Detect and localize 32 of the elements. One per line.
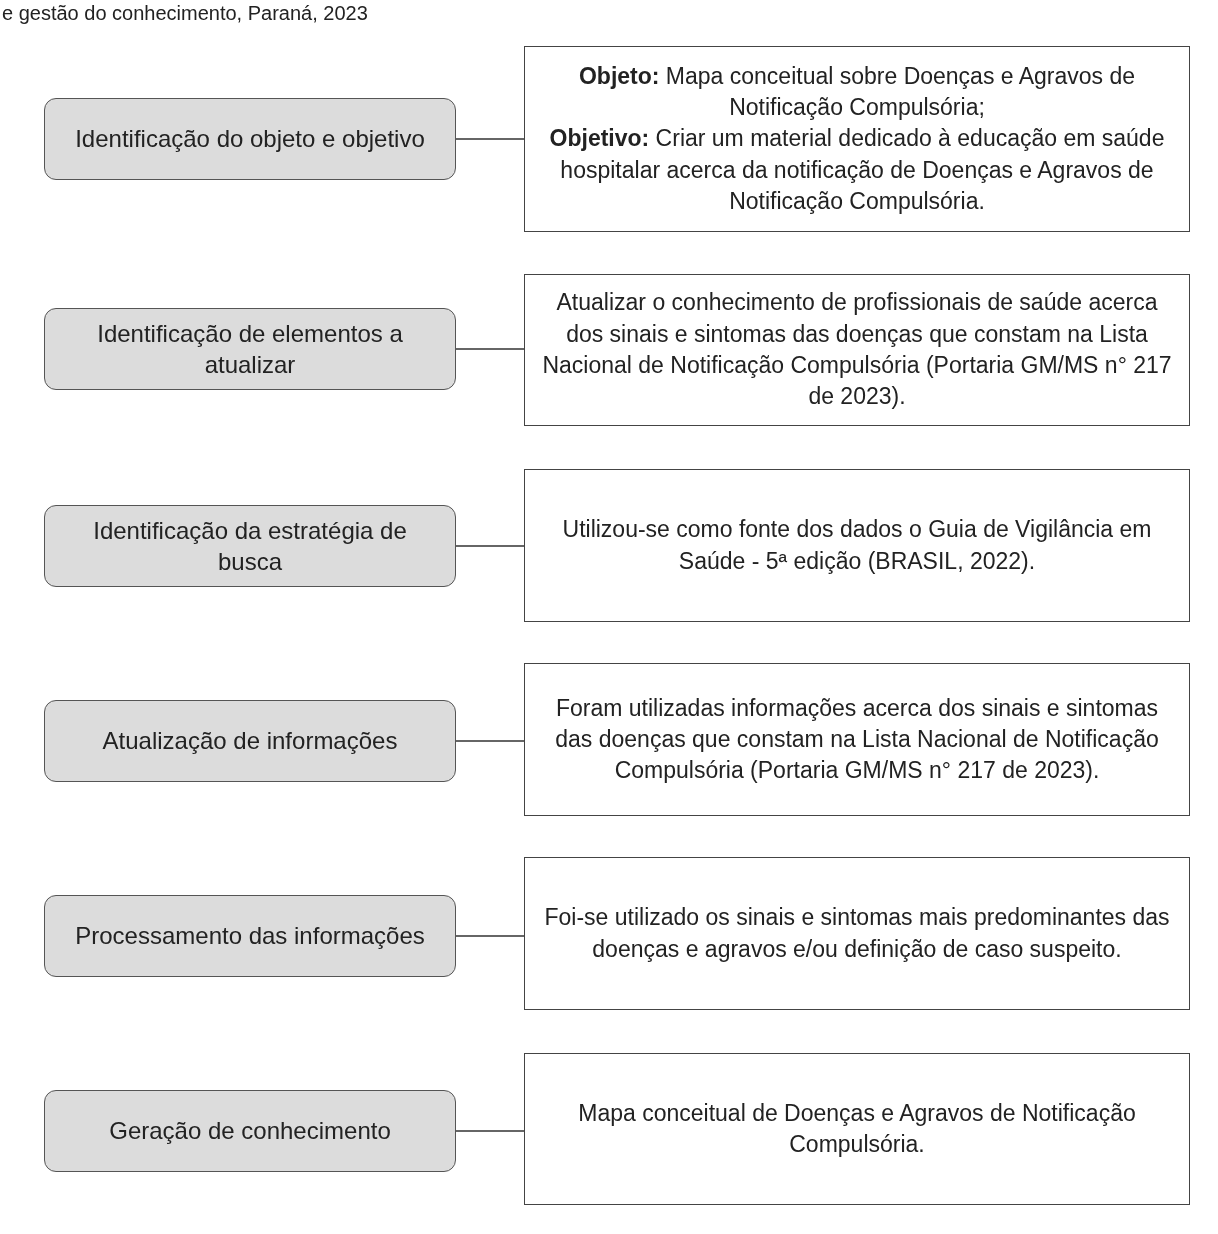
step-text: Identificação de elementos a atualizar <box>96 318 404 380</box>
connector-line <box>455 138 525 140</box>
step-text: Identificação da estratégia de busca <box>92 515 408 577</box>
description-text: Mapa conceitual de Doenças e Agravos de Notificação Compulsória. <box>577 1098 1137 1159</box>
step-box <box>44 700 456 782</box>
description-box <box>524 46 1190 232</box>
connector-line <box>455 348 525 350</box>
step-text: Identificação do objeto e objetivo <box>75 124 425 155</box>
step-box <box>44 1090 456 1172</box>
description-text: Objeto: Mapa conceitual sobre Doenças e Agravos de Notificação Compulsória; <box>577 61 1137 123</box>
description-box <box>524 469 1190 622</box>
connector-line <box>455 935 525 937</box>
step-text: Atualização de informações <box>102 726 398 757</box>
connector-line <box>455 545 525 547</box>
step-box <box>44 895 456 977</box>
connector-line <box>455 740 525 742</box>
description-text: Utilizou-se como fonte dos dados o Guia de Vigilância em Saúde - 5ª edição (BRASIL, 2022). <box>561 515 1153 576</box>
step-text: Processamento das informações <box>75 921 425 952</box>
description-text: Objetivo: Criar um material dedicado à educação em saúde hospitalar acerca da notificação de Doenças e Agravos de Notificação Compulsória. <box>548 124 1166 216</box>
connector-line <box>455 1130 525 1132</box>
description-text: Foram utilizadas informações acerca dos sinais e sintomas das doenças que constam na Lista Nacional de Notificação Compulsória (Portaria GM/MS n° 217 de 2023). <box>554 693 1160 786</box>
description-box <box>524 857 1190 1010</box>
description-text: Foi-se utilizado os sinais e sintomas mais predominantes das doenças e agravos e/ou definição de caso suspeito. <box>543 903 1171 964</box>
description-box <box>524 274 1190 426</box>
step-box <box>44 98 456 180</box>
description-box <box>524 1053 1190 1205</box>
description-text: Atualizar o conhecimento de profissionais de saúde acerca dos sinais e sintomas das doenças que constam na Lista Nacional de Notificação Compulsória (Portaria GM/MS n° 217 de 2023). <box>541 288 1173 412</box>
caption-text: e gestão do conhecimento, Paraná, 2023 <box>2 2 368 25</box>
step-box <box>44 505 456 587</box>
step-box <box>44 308 456 390</box>
description-box <box>524 663 1190 816</box>
step-text: Geração de conhecimento <box>109 1116 391 1147</box>
